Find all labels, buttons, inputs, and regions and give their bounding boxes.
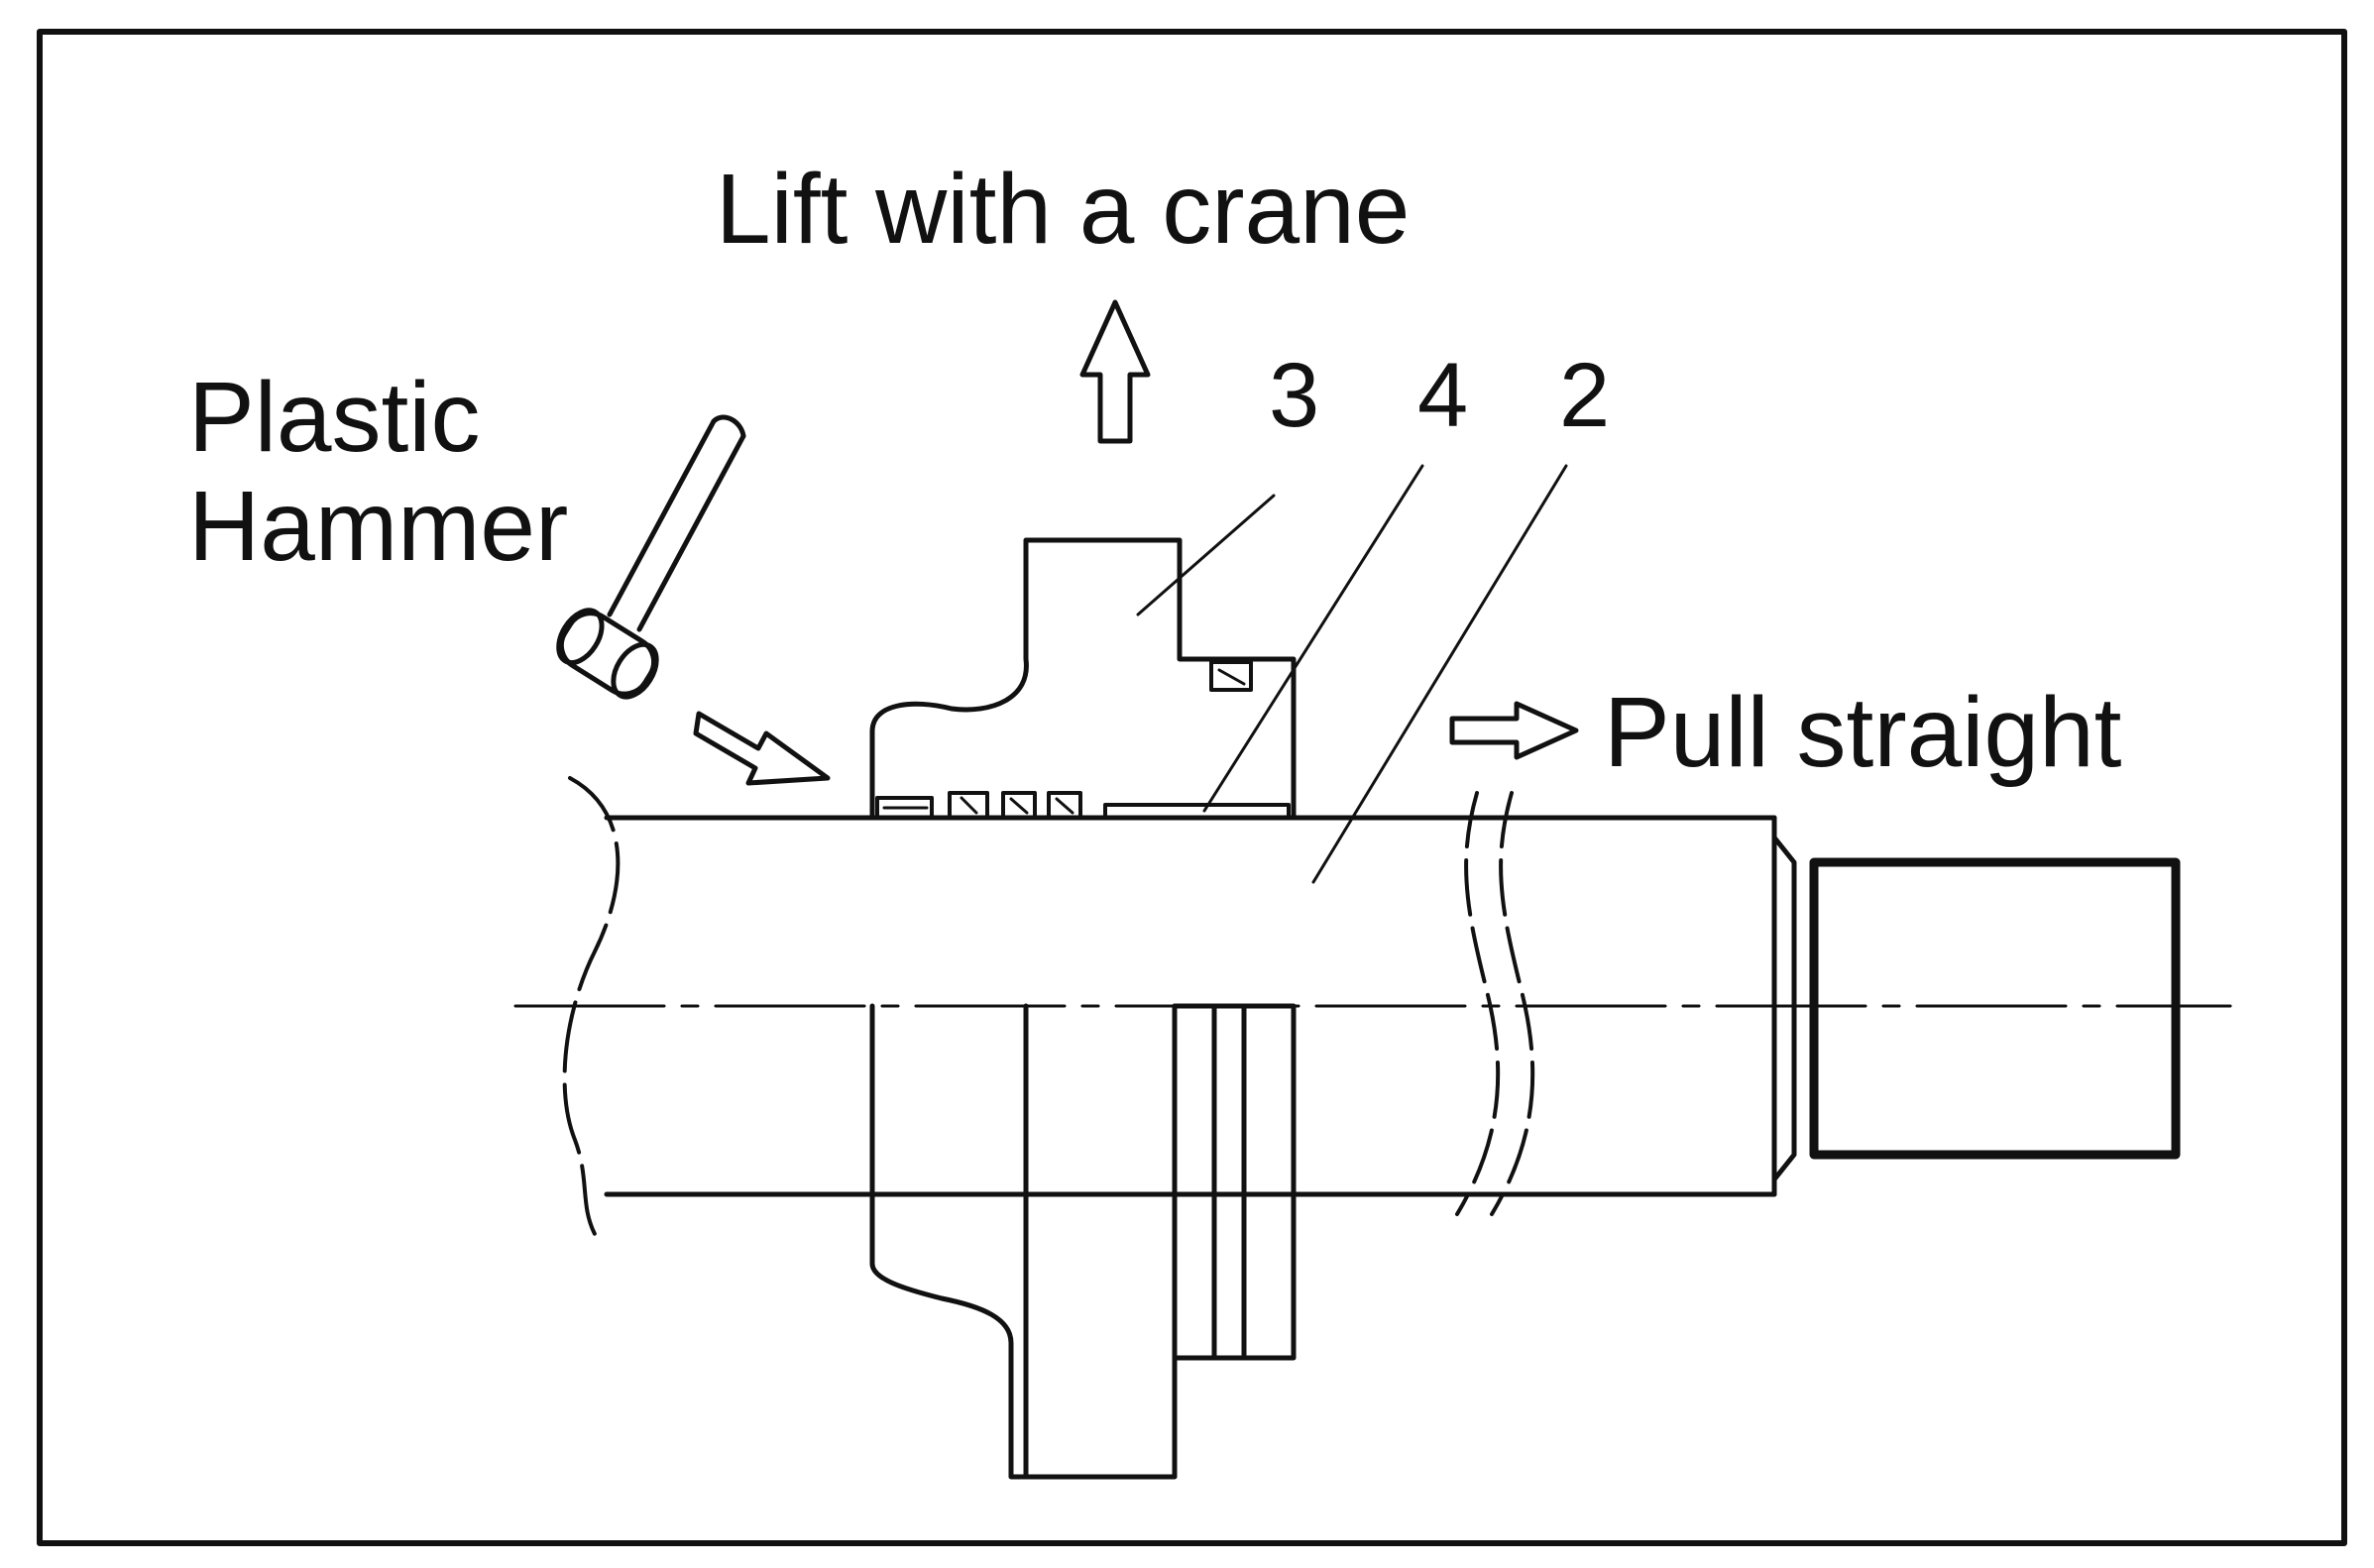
seal-ring-c xyxy=(1001,791,1037,820)
leader-part-3 xyxy=(1136,494,1276,616)
strike-arrow xyxy=(693,711,831,786)
part-number-2: 2 xyxy=(1559,345,1610,446)
lift-arrow xyxy=(1079,299,1151,444)
plastic-hammer-icon xyxy=(556,414,746,700)
seal-ring-b xyxy=(948,791,989,820)
shaft-break-left xyxy=(562,776,621,1236)
part-number-4: 4 xyxy=(1417,345,1468,446)
sleeve xyxy=(1103,803,1291,820)
lower-seal-stack xyxy=(1172,1003,1297,1361)
shaft xyxy=(513,776,2232,1236)
part-number-3: 3 xyxy=(1269,345,1319,446)
leader-part-4 xyxy=(1202,464,1424,813)
lift-label: Lift with a crane xyxy=(716,154,1410,265)
shaft-break-middle xyxy=(1455,791,1501,1216)
seal-housing xyxy=(869,537,1297,1480)
hammer-label-line2: Hammer xyxy=(188,471,568,582)
seal-ring-a xyxy=(875,796,934,820)
seal-ring-d xyxy=(1047,791,1082,820)
shaft-threaded-end xyxy=(1809,857,2181,1160)
pull-label: Pull straight xyxy=(1604,677,2122,788)
frame-border xyxy=(37,29,2347,1546)
leader-part-2 xyxy=(1311,464,1568,884)
pull-arrow xyxy=(1449,701,1579,760)
housing-oring xyxy=(1209,660,1253,692)
hammer-label-line1: Plastic xyxy=(188,362,481,473)
